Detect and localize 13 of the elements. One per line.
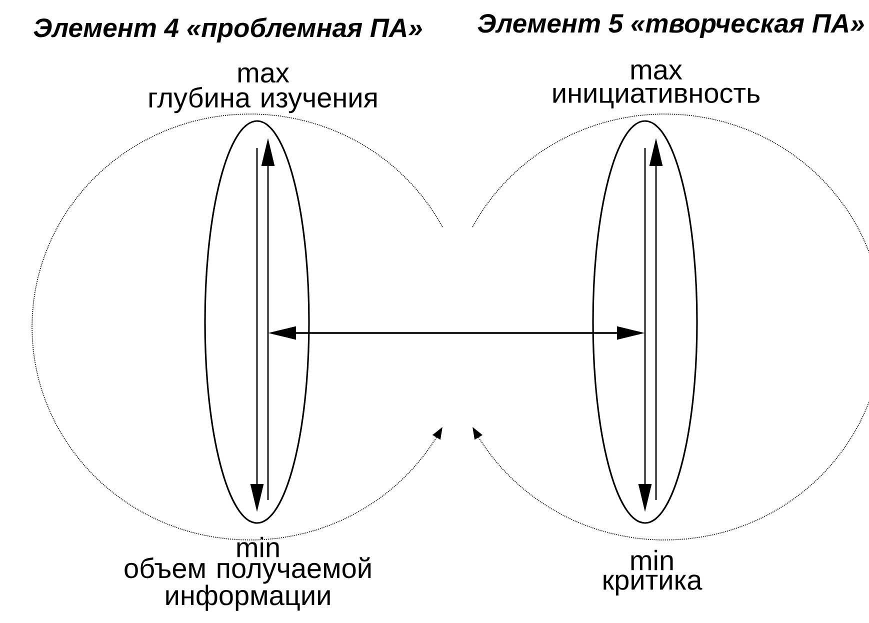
axis-label: объем получаемой информации: [124, 557, 371, 611]
ellipse: [204, 120, 310, 524]
axis-label: max: [631, 64, 682, 80]
dotted-circle: [472, 114, 869, 540]
heading: Элемент 5 «творческая ПА»: [478, 14, 864, 38]
heading: Элемент 4 «проблемная ПА»: [34, 18, 422, 42]
ellipse: [592, 120, 698, 524]
axis-label: min: [631, 550, 673, 570]
axis-label: глубина изучения: [150, 86, 377, 114]
axis-label: инициативность: [553, 88, 760, 108]
axis-label: max: [238, 67, 290, 83]
axis-label: критика: [604, 574, 702, 596]
axis-label: min: [237, 536, 279, 558]
